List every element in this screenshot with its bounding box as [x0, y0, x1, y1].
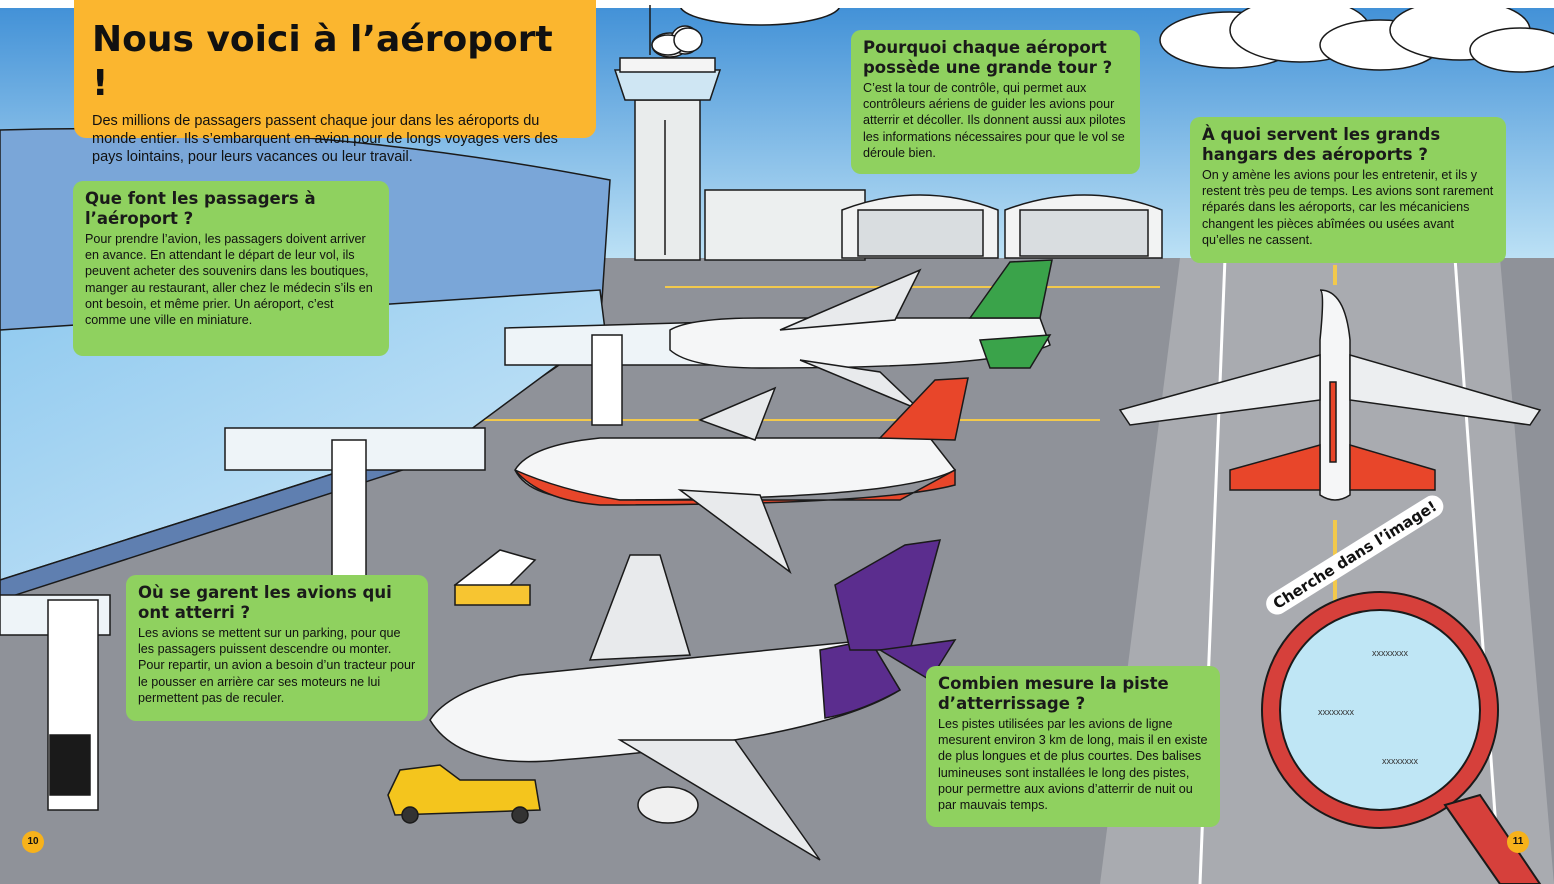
- info-box-tower-body: C’est la tour de contrôle, qui permet au…: [863, 81, 1126, 160]
- info-box-parking: Où se garent les avions qui ont atterri …: [126, 575, 428, 721]
- info-box-parking-heading: Où se garent les avions qui ont atterri …: [138, 583, 392, 622]
- info-box-runway-body: Les pistes utilisées par les avions de l…: [938, 717, 1208, 813]
- control-tower: [613, 5, 866, 261]
- stair-truck: [453, 549, 537, 606]
- title-box: Nous voici à l’aéroport ! Des millions d…: [74, 0, 596, 165]
- info-box-hangars-body: On y amène les avions pour les entreteni…: [1202, 168, 1494, 247]
- info-box-tower: Pourquoi chaque aéroport possède une gra…: [851, 30, 1140, 174]
- page-number-left: 10: [22, 831, 44, 853]
- info-box-tower-heading: Pourquoi chaque aéroport possède une gra…: [863, 38, 1113, 77]
- intro-text: Des millions de passagers passent chaque…: [92, 113, 558, 165]
- info-box-passengers-body: Pour prendre l’avion, les passagers doiv…: [85, 232, 373, 328]
- page-number-right: 11: [1507, 831, 1529, 853]
- info-box-hangars-heading: À quoi servent les grands hangars des aé…: [1202, 125, 1441, 164]
- page-title: Nous voici à l’aéroport !: [92, 19, 553, 104]
- search-item: xxxxxxxx: [1382, 756, 1418, 766]
- info-box-hangars: À quoi servent les grands hangars des aé…: [1190, 117, 1506, 263]
- plane-red-tail: [514, 377, 969, 575]
- magnifier-illustration: [1261, 591, 1542, 884]
- hangars: [841, 194, 1163, 259]
- search-item: xxxxxxxx: [1372, 648, 1408, 658]
- info-box-runway: Combien mesure la piste d’atterrissage ?…: [926, 666, 1220, 827]
- plane-purple-tail: [429, 539, 957, 861]
- jet-bridges: [0, 321, 716, 811]
- info-box-runway-heading: Combien mesure la piste d’atterrissage ?: [938, 674, 1169, 713]
- info-box-parking-body: Les avions se mettent sur un parking, po…: [138, 626, 416, 705]
- info-box-passengers: Que font les passagers à l’aéroport ? Po…: [73, 181, 389, 356]
- plane-runway: [1118, 289, 1542, 501]
- info-box-passengers-heading: Que font les passagers à l’aéroport ?: [85, 189, 316, 228]
- plane-green-tail: [669, 259, 1053, 411]
- search-item: xxxxxxxx: [1318, 707, 1354, 717]
- pushback-tractor: [387, 764, 541, 824]
